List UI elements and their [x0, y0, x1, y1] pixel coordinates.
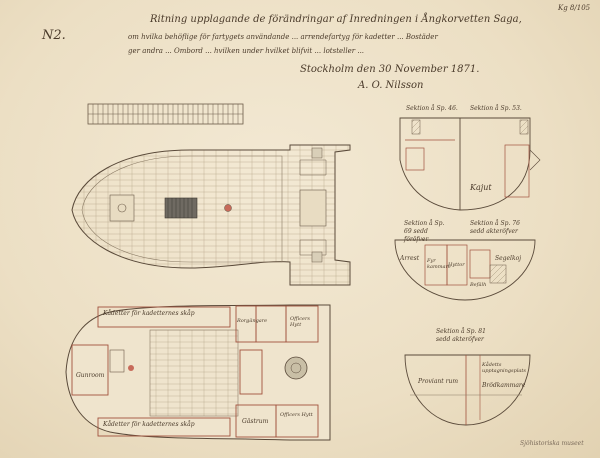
- section-46-drawing: [399, 117, 461, 211]
- title-line-2: om hvilka behöflige för fartygets använd…: [128, 33, 438, 41]
- label-hyttor: Hyttor: [448, 262, 465, 268]
- section-label-81: Sektion å Sp. 81 sedd akteröfver: [436, 328, 486, 343]
- label-segelkoj: Segelkoj: [495, 255, 522, 262]
- label-kadett-upptag: Kådetts upptagningsplats: [482, 362, 526, 374]
- number-mark: N2.: [42, 28, 66, 43]
- label-kajut: Kajut: [470, 183, 492, 192]
- section-label-46: Sektion å Sp. 46.: [406, 105, 458, 112]
- label-proviantrum: Proviant rum: [418, 378, 459, 385]
- label-kadett-bottom: Kådetter för kadetternes skåp: [103, 421, 195, 428]
- archive-stamp: Sjöhistoriska museet: [520, 440, 584, 447]
- place-date: Stockholm den 30 November 1871.: [300, 64, 480, 75]
- section-81-drawing: [404, 354, 531, 426]
- section-label-69: Sektion å Sp. 69 sedd föröfver: [404, 220, 445, 243]
- title-line-1: Ritning upplagande de förändringar af In…: [150, 14, 522, 25]
- lower-deck-plan: [65, 304, 331, 441]
- label-kadett-top: Kådetter för kadetternes skåp: [103, 310, 195, 317]
- section-53-drawing: [459, 117, 541, 211]
- label-befalh: Befälh: [470, 282, 487, 288]
- label-arrest: Arrest: [400, 255, 420, 262]
- label-gunroom: Gunroom: [76, 372, 105, 379]
- scale-bar: [87, 103, 244, 125]
- label-fyr-kammare: Fyr kammare: [427, 258, 451, 270]
- label-officer-hytt-1: Officers Hytt: [290, 316, 310, 328]
- upper-deck-plan: [71, 144, 351, 286]
- section-69-76-drawing: [394, 239, 536, 301]
- title-line-3: ger andra ... Ombord ... hvilken under h…: [128, 47, 365, 55]
- label-rorgangare: Rorgängare: [237, 318, 268, 324]
- catalog-mark: Kg 8/105: [558, 4, 591, 12]
- section-label-76: Sektion å Sp. 76 sedd akteröfver: [470, 220, 520, 235]
- section-label-53: Sektion å Sp. 53.: [470, 105, 522, 112]
- label-officer-hytt-2: Officers Hytt: [280, 412, 313, 418]
- label-brodkammare: Brödkammare: [482, 382, 526, 389]
- label-gastrum: Gästrum: [242, 418, 269, 425]
- signature: A. O. Nilsson: [358, 80, 424, 91]
